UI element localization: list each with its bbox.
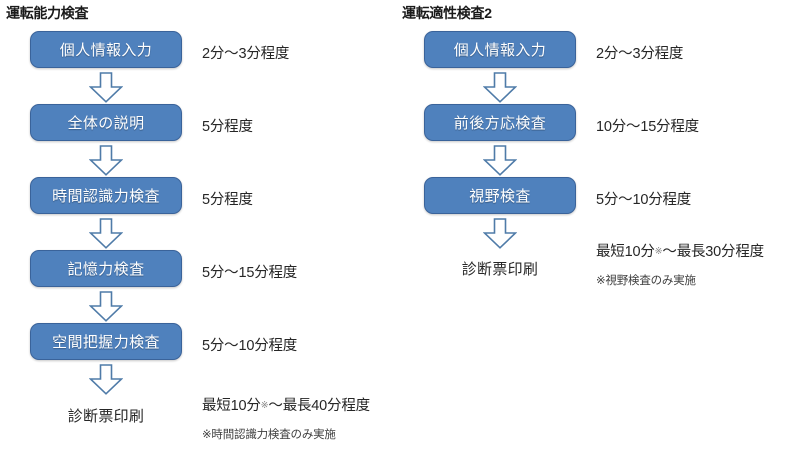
terminal-node-label: 診断票印刷 [461, 260, 539, 278]
process-node-time-cognition-test[interactable]: 時間認識力検査 [30, 177, 182, 214]
duration-note-step-2: 10分～15分程度 [596, 119, 699, 135]
terminal-node-label: 診断票印刷 [67, 407, 145, 425]
arrow-down-block-icon [89, 72, 123, 103]
total-duration-mark: ※ [260, 400, 269, 411]
flow-column-driving-aptitude-test-2: 運転適性検査2 個人情報入力 2分～3分程度 前後方応検査 10分～15分程度 … [396, 0, 794, 452]
process-node-label: 全体の説明 [67, 115, 145, 132]
arrow-down-block-icon [89, 364, 123, 395]
footnote-right: ※視野検査のみ実施 [596, 275, 696, 287]
process-node-spatial-grasp-test[interactable]: 空間把握力検査 [30, 323, 182, 360]
total-duration-suffix: ～最長30分程度 [662, 244, 764, 260]
total-duration-left: 最短10分※～最長40分程度 [202, 394, 370, 415]
total-duration-mark: ※ [654, 246, 663, 257]
total-duration-prefix: 最短10分 [202, 398, 261, 414]
process-node-label: 個人情報入力 [59, 42, 153, 59]
total-duration-prefix: 最短10分 [596, 244, 655, 260]
footnote-left: ※時間認識力検査のみ実施 [202, 429, 336, 441]
process-node-label: 前後方応検査 [453, 115, 547, 132]
process-node-label: 個人情報入力 [453, 42, 547, 59]
process-node-personal-info-input[interactable]: 個人情報入力 [30, 31, 182, 68]
arrow-down-block-icon [89, 145, 123, 176]
duration-note-step-4: 5分～15分程度 [202, 265, 298, 281]
duration-note-step-3: 5分程度 [202, 192, 253, 208]
terminal-node-print-diagnosis-sheet: 診断票印刷 [424, 256, 576, 280]
arrow-down-block-icon [483, 145, 517, 176]
process-node-front-rear-reaction-test[interactable]: 前後方応検査 [424, 104, 576, 141]
total-duration-suffix: ～最長40分程度 [268, 398, 370, 414]
column-title-right: 運転適性検査2 [402, 5, 492, 21]
process-node-label: 視野検査 [469, 188, 531, 205]
arrow-down-block-icon [89, 218, 123, 249]
flow-column-driving-ability-test: 運転能力検査 個人情報入力 2分～3分程度 全体の説明 5分程度 時間認識力検査… [6, 5, 370, 441]
process-node-memory-test[interactable]: 記憶力検査 [30, 250, 182, 287]
process-node-visual-field-test[interactable]: 視野検査 [424, 177, 576, 214]
arrow-down-block-icon [89, 291, 123, 322]
duration-note-step-2: 5分程度 [202, 119, 253, 135]
process-node-label: 記憶力検査 [67, 261, 145, 278]
arrow-down-block-icon [483, 72, 517, 103]
duration-note-step-1: 2分～3分程度 [596, 46, 684, 62]
process-node-overall-explanation[interactable]: 全体の説明 [30, 104, 182, 141]
process-node-label: 空間把握力検査 [52, 334, 160, 351]
process-node-personal-info-input[interactable]: 個人情報入力 [424, 31, 576, 68]
arrow-down-block-icon [483, 218, 517, 249]
duration-note-step-5: 5分～10分程度 [202, 338, 298, 354]
duration-note-step-3: 5分～10分程度 [596, 192, 692, 208]
terminal-node-print-diagnosis-sheet: 診断票印刷 [30, 403, 182, 427]
total-duration-right: 最短10分※～最長30分程度 [596, 240, 764, 261]
column-title-left: 運転能力検査 [6, 5, 89, 21]
duration-note-step-1: 2分～3分程度 [202, 46, 290, 62]
process-node-label: 時間認識力検査 [52, 188, 160, 205]
